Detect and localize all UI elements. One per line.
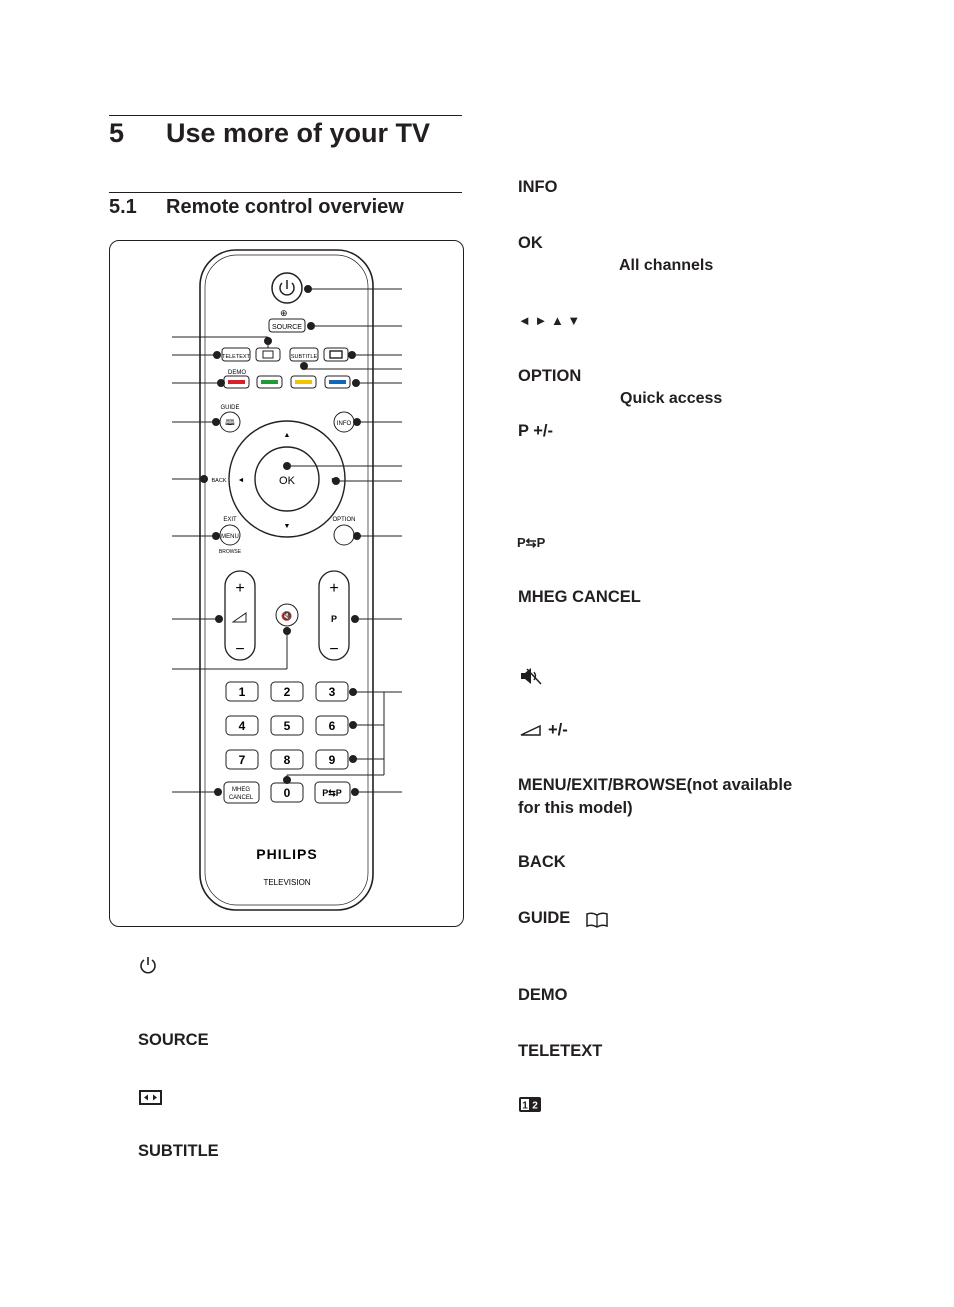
digit-2: 2 xyxy=(284,685,291,699)
chapter-title: Use more of your TV xyxy=(166,118,431,148)
digit-4: 4 xyxy=(239,719,246,733)
brand-logo: PHILIPS xyxy=(256,846,317,862)
section-rule-top xyxy=(109,192,462,193)
term-subtitle: SUBTITLE xyxy=(138,1142,219,1160)
digit-7: 7 xyxy=(239,753,246,767)
callouts-left xyxy=(172,336,291,796)
mheg-cancel-button xyxy=(223,781,260,804)
term-ok: OK xyxy=(518,234,543,252)
term-volume: +/- xyxy=(548,721,568,739)
mute-icon xyxy=(521,668,542,685)
term-menu-line2: for this model) xyxy=(518,799,633,817)
chapter-rule-top xyxy=(109,115,462,116)
mute-icon: 🔇 xyxy=(281,610,292,621)
callouts-right xyxy=(283,285,402,796)
guide-label: GUIDE xyxy=(220,405,239,411)
term-pp: P⇆P xyxy=(517,535,546,550)
remote-figure-frame xyxy=(109,240,464,927)
term-teletext: TELETEXT xyxy=(518,1042,603,1060)
teletext-label: TELETEXT xyxy=(222,354,250,360)
mheg-label-2: CANCEL xyxy=(229,795,254,801)
svg-text:2: 2 xyxy=(532,1101,538,1112)
term-menu-line1: MENU/EXIT/BROWSE(not available xyxy=(518,776,793,794)
digit-3: 3 xyxy=(329,685,336,699)
term-mheg-cancel: MHEG CANCEL xyxy=(518,588,641,606)
program-minus-label: − xyxy=(329,641,338,658)
power-icon xyxy=(279,282,295,296)
dual-screen-icon xyxy=(262,350,274,359)
demo-label: DEMO xyxy=(228,370,246,376)
product-label: TELEVISION xyxy=(263,878,310,887)
menu-label: MENU xyxy=(221,534,239,540)
back-label: BACK xyxy=(212,478,227,484)
program-rocker xyxy=(318,570,350,661)
volume-icon xyxy=(231,612,247,623)
teletext-button xyxy=(221,347,251,362)
digit-9: 9 xyxy=(329,753,336,767)
pp-label: P⇆P xyxy=(322,788,342,798)
volume-minus-label: − xyxy=(235,641,244,658)
digit-1: 1 xyxy=(239,685,246,699)
chapter-number: 5 xyxy=(109,118,125,148)
digit-6: 6 xyxy=(329,719,336,733)
ok-label: OK xyxy=(279,475,296,487)
digit-5: 5 xyxy=(284,719,291,733)
remote-body xyxy=(199,249,374,911)
mheg-label-1: MHEG xyxy=(232,787,250,793)
info-label: INFO xyxy=(337,421,352,427)
term-arrows: ◄ ► ▲ ▼ xyxy=(518,313,581,328)
guide-book-icon: 🕮 xyxy=(225,418,235,427)
arrow-down-icon: ▼ xyxy=(284,523,291,530)
dual-screen-icon: 1 2 xyxy=(519,1097,541,1112)
digit-0: 0 xyxy=(284,786,291,800)
volume-rocker xyxy=(224,570,256,661)
term-back: BACK xyxy=(518,853,566,871)
term-ok-sub: All channels xyxy=(619,257,714,274)
term-info: INFO xyxy=(518,178,558,196)
option-label: OPTION xyxy=(332,517,355,523)
yellow-key xyxy=(295,380,312,384)
term-demo: DEMO xyxy=(518,986,568,1004)
power-icon xyxy=(140,957,156,974)
term-option-sub: Quick access xyxy=(620,390,723,407)
format-icon xyxy=(329,350,343,359)
source-button xyxy=(268,318,306,333)
arrow-left-icon: ◄ xyxy=(238,477,245,484)
subtitle-button xyxy=(289,347,319,362)
volume-plus-label: + xyxy=(235,580,244,597)
pp-button xyxy=(314,781,351,804)
blue-key xyxy=(329,380,346,384)
green-key xyxy=(261,380,278,384)
mute-button xyxy=(275,603,299,627)
number-keys xyxy=(225,681,349,803)
guide-book-icon xyxy=(586,912,608,928)
ok-button xyxy=(254,446,320,512)
format-icon xyxy=(139,1090,162,1105)
option-button xyxy=(333,524,355,546)
volume-icon xyxy=(520,724,541,736)
program-plus-label: + xyxy=(329,580,338,597)
term-guide: GUIDE xyxy=(518,909,571,927)
term-p-plus-minus: P +/- xyxy=(518,422,554,440)
digit-8: 8 xyxy=(284,753,291,767)
subtitle-label: SUBTITLE xyxy=(291,354,318,360)
section-number: 5.1 xyxy=(109,196,137,218)
svg-text:1: 1 xyxy=(522,1101,528,1112)
remote-body-inner xyxy=(204,254,369,906)
program-label: P xyxy=(331,614,337,624)
browse-label: BROWSE xyxy=(219,549,242,555)
menu-button xyxy=(219,524,241,546)
red-key xyxy=(228,380,245,384)
arrow-up-icon: ▲ xyxy=(284,432,291,439)
section-title: Remote control overview xyxy=(166,196,404,218)
term-option: OPTION xyxy=(518,367,582,385)
term-source: SOURCE xyxy=(138,1031,209,1049)
source-icon: ⊕ xyxy=(280,308,288,318)
source-label: SOURCE xyxy=(272,324,302,331)
exit-label: EXIT xyxy=(223,517,237,523)
